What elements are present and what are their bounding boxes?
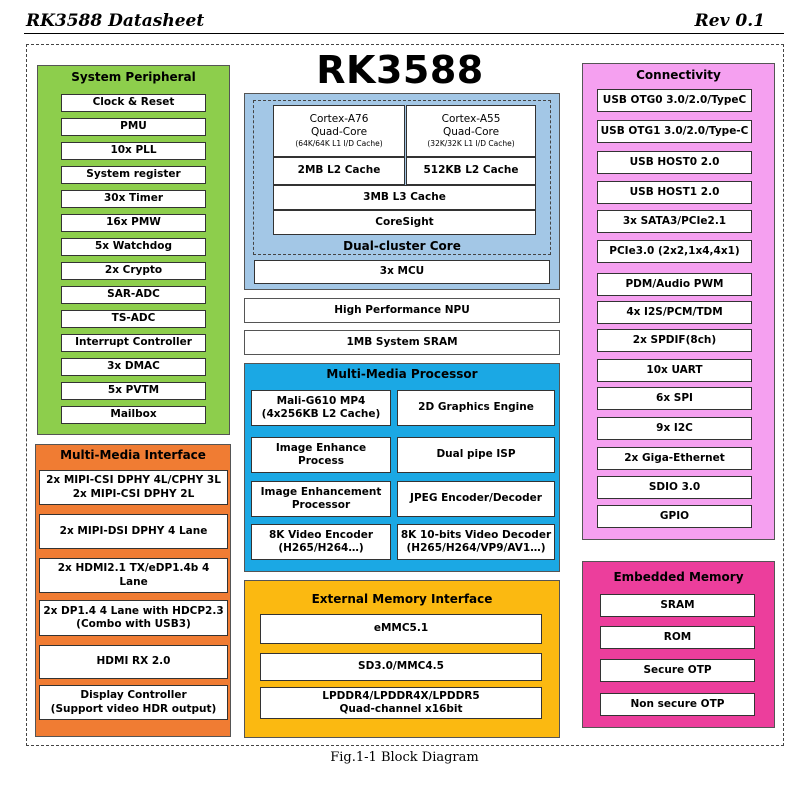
block-display-controller-support-video-hdr-out: Display Controller (Support video HDR ou… [39,685,228,720]
block-emmc5-1: eMMC5.1 [260,614,542,644]
npu-block: High Performance NPU [244,298,560,323]
figure-caption: Fig.1-1 Block Diagram [330,750,479,765]
block-non-secure-otp: Non secure OTP [600,693,755,716]
block-hdmi-rx-2-0: HDMI RX 2.0 [39,645,228,679]
external-memory-title: External Memory Interface [311,592,493,606]
header-title: RK3588 Datasheet [26,11,205,31]
block-rom: ROM [600,626,755,649]
dual-cluster-core-label: Dual-cluster Core [343,239,461,253]
block-jpeg-encoder-decoder: JPEG Encoder/Decoder [397,481,555,517]
block-8k-video-encoder-h265-h264: 8K Video Encoder (H265/H264…) [251,524,391,560]
block-2x-hdmi2-1-tx-edp1-4b-4-lane: 2x HDMI2.1 TX/eDP1.4b 4 Lane [39,558,228,593]
block-sar-adc: SAR-ADC [61,286,206,304]
block-2x-mipi-csi-dphy-4l-cphy-3l-2x-mipi-csi-: 2x MIPI-CSI DPHY 4L/CPHY 3L 2x MIPI-CSI … [39,470,228,505]
block-lpddr4-lpddr4x-lpddr5-quad-channel-x16bi: LPDDR4/LPDDR4X/LPDDR5 Quad-channel x16bi… [260,687,542,719]
block-usb-host0-2-0: USB HOST0 2.0 [597,151,752,174]
embedded-memory-panel: Embedded Memory SRAM ROM Secure OTP Non sec… [582,561,775,728]
block-8k-10-bits-video-decoder-h265-h264-vp9-a: 8K 10-bits Video Decoder (H265/H264/VP9/… [397,524,555,560]
block-usb-host1-2-0: USB HOST1 2.0 [597,181,752,204]
block-image-enhance-process: Image Enhance Process [251,437,391,473]
cortex-a76-block: Cortex-A76 Quad-Core (64K/64K L1 I/D Cac… [273,105,405,157]
block-3x-dmac: 3x DMAC [61,358,206,376]
cortex-a55-cache: (32K/32K L1 I/D Cache) [427,139,515,149]
block-usb-otg1-3-0-2-0-type-c: USB OTG1 3.0/2.0/Type-C [597,120,752,143]
block-sd3-0-mmc4-5: SD3.0/MMC4.5 [260,653,542,681]
block-mali-g610-mp4-4x256kb-l2-cache: Mali-G610 MP4 (4x256KB L2 Cache) [251,390,391,426]
block-2d-graphics-engine: 2D Graphics Engine [397,390,555,426]
block-6x-spi: 6x SPI [597,387,752,410]
block-system-register: System register [61,166,206,184]
cortex-a76-cache: (64K/64K L1 I/D Cache) [295,139,383,149]
cortex-a76-name: Cortex-A76 Quad-Core [309,113,369,139]
block-pcie3-0-2x2-1x4-4x1: PCIe3.0 (2x2,1x4,4x1) [597,240,752,263]
block-10x-uart: 10x UART [597,359,752,382]
block-gpio: GPIO [597,505,752,528]
block-sram: SRAM [600,594,755,617]
block-2x-spdif-8ch: 2x SPDIF(8ch) [597,329,752,352]
system-sram-block: 1MB System SRAM [244,330,560,355]
block-image-enhancement-processor: Image Enhancement Processor [251,481,391,517]
block-4x-i2s-pcm-tdm: 4x I2S/PCM/TDM [597,301,752,324]
coresight: CoreSight [273,210,536,235]
block-diagram-frame [26,44,784,746]
block-5x-watchdog: 5x Watchdog [61,238,206,256]
block-2x-crypto: 2x Crypto [61,262,206,280]
header-revision: Rev 0.1 [694,11,765,31]
multimedia-processor-panel: Multi-Media Processor Mali-G610 MP4 (4x2… [244,363,560,572]
block-10x-pll: 10x PLL [61,142,206,160]
block-2x-dp1-4-4-lane-with-hdcp2-3-combo-with-: 2x DP1.4 4 Lane with HDCP2.3 (Combo with… [39,600,228,636]
block-dual-pipe-isp: Dual pipe ISP [397,437,555,473]
block-2x-mipi-dsi-dphy-4-lane: 2x MIPI-DSI DPHY 4 Lane [39,514,228,549]
system-peripheral-title: System Peripheral [71,70,196,84]
block-usb-otg0-3-0-2-0-typec: USB OTG0 3.0/2.0/TypeC [597,89,752,112]
dual-cluster-core-panel: Cortex-A76 Quad-Core (64K/64K L1 I/D Cac… [244,93,560,290]
l3-cache: 3MB L3 Cache [273,185,536,210]
mcu-block: 3x MCU [254,260,550,284]
block-mailbox: Mailbox [61,406,206,424]
block-9x-i2c: 9x I2C [597,417,752,440]
a55-l2-cache: 512KB L2 Cache [406,157,536,185]
cortex-a55-name: Cortex-A55 Quad-Core [441,113,501,139]
header-rule [24,33,784,34]
chip-title: RK3588 [316,48,484,92]
block-16x-pmw: 16x PMW [61,214,206,232]
connectivity-panel: Connectivity USB OTG0 3.0/2.0/TypeC USB O… [582,63,775,540]
block-pdm-audio-pwm: PDM/Audio PWM [597,273,752,296]
block-ts-adc: TS-ADC [61,310,206,328]
block-5x-pvtm: 5x PVTM [61,382,206,400]
multimedia-processor-title: Multi-Media Processor [326,367,478,381]
cpu-cluster-frame [253,100,551,255]
block-pmu: PMU [61,118,206,136]
block-interrupt-controller: Interrupt Controller [61,334,206,352]
block-2x-giga-ethernet: 2x Giga-Ethernet [597,447,752,470]
block-clock-reset: Clock & Reset [61,94,206,112]
connectivity-title: Connectivity [636,68,721,82]
block-30x-timer: 30x Timer [61,190,206,208]
embedded-memory-title: Embedded Memory [613,570,744,584]
block-sdio-3-0: SDIO 3.0 [597,476,752,499]
block-3x-sata3-pcie2-1: 3x SATA3/PCIe2.1 [597,210,752,233]
cortex-a55-block: Cortex-A55 Quad-Core (32K/32K L1 I/D Cac… [406,105,536,157]
multimedia-interface-panel: Multi-Media Interface 2x MIPI-CSI DPHY 4… [35,444,231,737]
a76-l2-cache: 2MB L2 Cache [273,157,405,185]
block-secure-otp: Secure OTP [600,659,755,682]
multimedia-interface-title: Multi-Media Interface [60,448,206,462]
